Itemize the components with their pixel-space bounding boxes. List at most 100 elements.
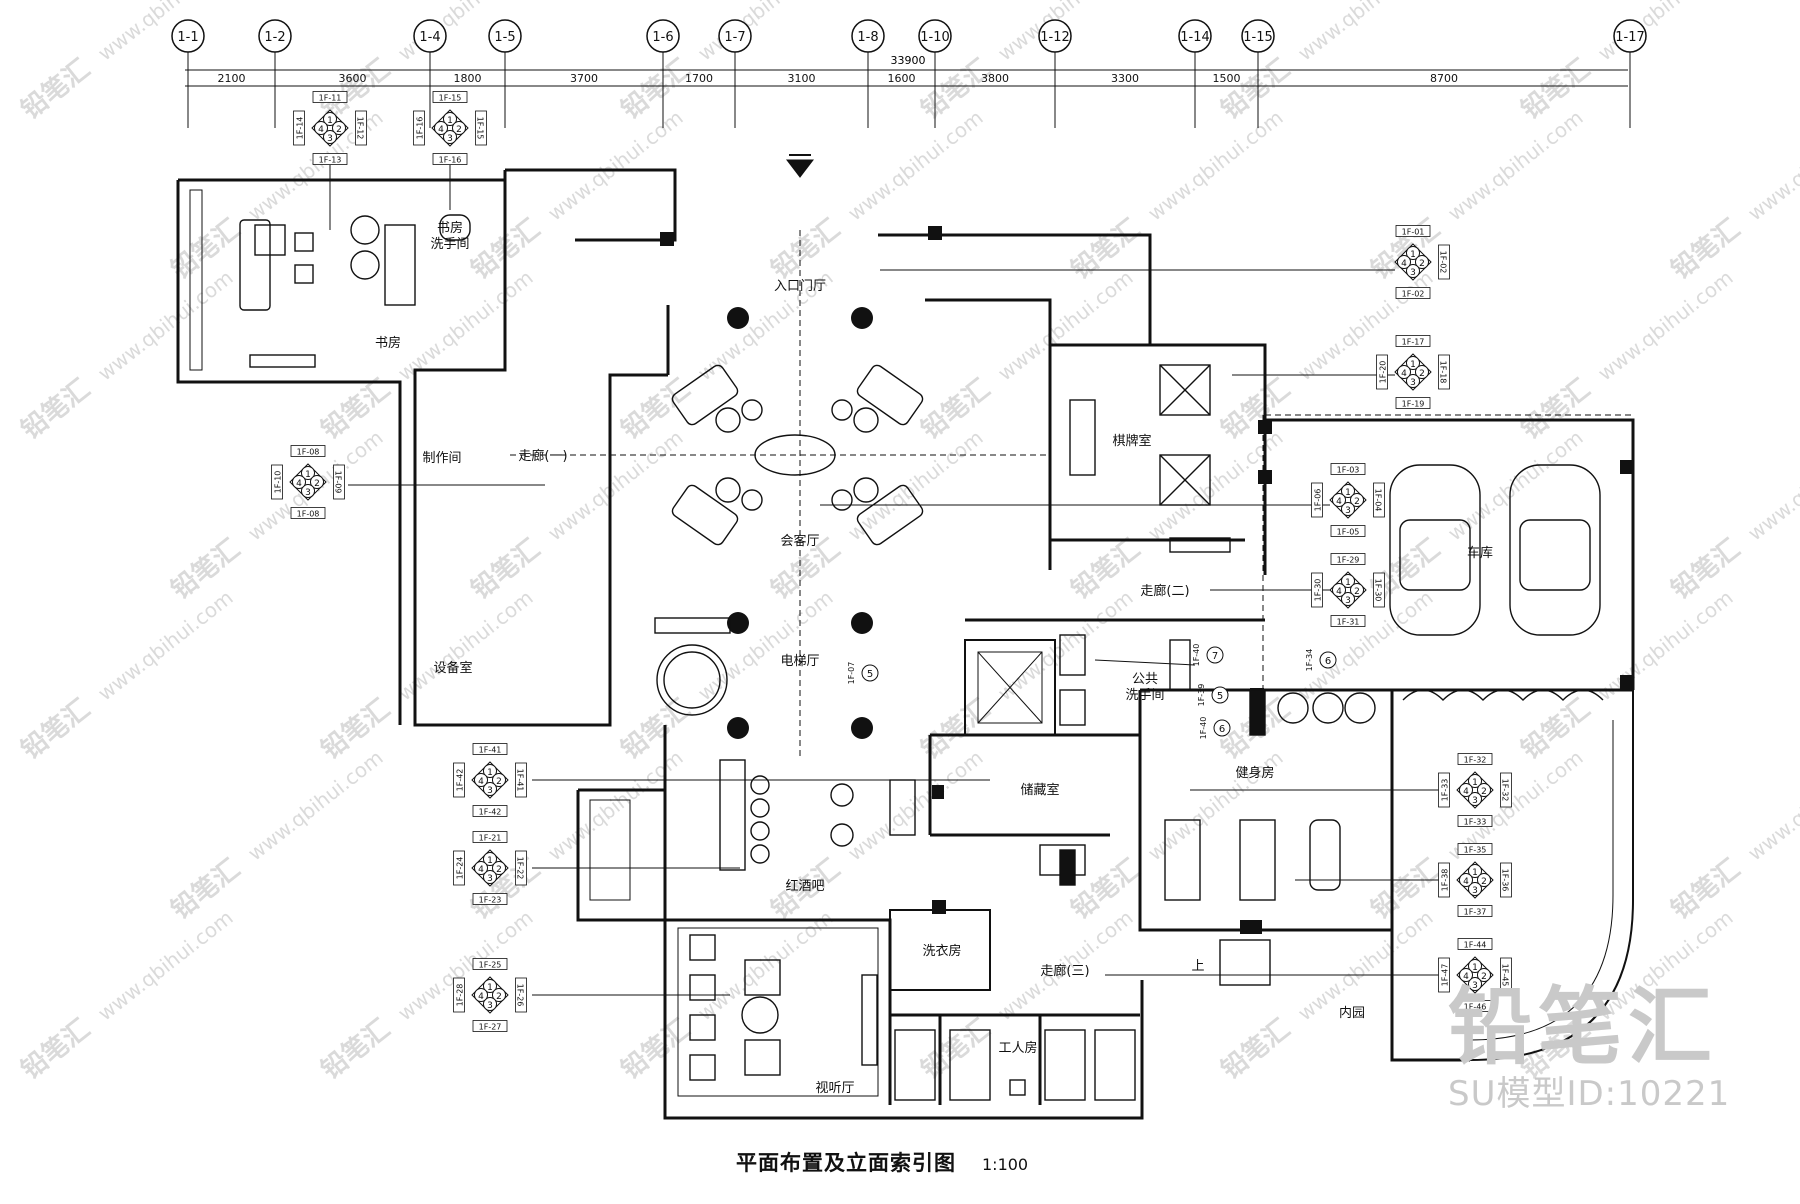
watermark-layer: 铅笔汇www.qbihui.com铅笔汇www.qbihui.com铅笔汇www… [15,0,1800,1086]
axis-label: 1-1 [177,30,198,45]
svg-text:2: 2 [496,992,502,1002]
index-label-bottom: 1F-23 [479,896,502,905]
dimension-label: 1800 [454,72,482,85]
index-label-bottom: 1F-19 [1402,400,1425,409]
svg-text:铅笔汇: 铅笔汇 [1365,853,1446,925]
index-label-top: 1F-44 [1464,941,1487,950]
axis-bubble-1-17: 1-17 [1613,19,1647,128]
small-index-number: 5 [867,669,873,680]
brand-model-id: SU模型ID:10221 [1448,1074,1731,1114]
svg-text:铅笔汇: 铅笔汇 [1665,853,1746,925]
axis-label: 1-8 [857,30,878,45]
svg-text:www.qbihui.com: www.qbihui.com [1443,425,1587,545]
room-label-storage: 储藏室 [1020,782,1059,798]
svg-text:4: 4 [478,992,484,1002]
dimension-label: 8700 [1430,72,1458,85]
axis-bubble-1-12: 1-12 [1038,19,1072,128]
svg-text:铅笔汇: 铅笔汇 [915,693,996,765]
svg-text:铅笔汇: 铅笔汇 [315,373,396,445]
index-label-right: 1F-26 [516,984,525,1007]
svg-text:1: 1 [487,856,493,866]
walls [176,168,1635,1120]
room-label-av-room: 视听厅 [815,1081,854,1096]
room-label-corridor-1: 走廊(一) [518,448,567,464]
svg-text:3: 3 [487,786,493,796]
dimension-label: 3800 [981,72,1009,85]
small-index-marker: 61F-34 [1305,649,1337,672]
svg-text:2: 2 [456,125,462,135]
svg-text:www.qbihui.com: www.qbihui.com [243,745,387,865]
svg-text:铅笔汇: 铅笔汇 [315,693,396,765]
index-label-top: 1F-29 [1337,556,1360,565]
svg-text:铅笔汇: 铅笔汇 [1215,373,1296,445]
garage-cars [1389,464,1601,636]
axis-label: 1-7 [724,30,745,45]
svg-text:1: 1 [305,470,311,480]
misc-furniture [689,634,1604,1101]
index-label-left: 1F-42 [456,769,465,792]
svg-text:1: 1 [1345,488,1351,498]
index-label-left: 1F-24 [456,857,465,880]
index-label-bottom: 1F-37 [1464,908,1487,917]
axis-label: 1-17 [1615,30,1645,45]
svg-text:4: 4 [478,777,484,787]
north-arrow-icon [785,154,815,178]
small-index-label: 1F-07 [847,662,856,685]
svg-text:铅笔汇: 铅笔汇 [1515,53,1596,125]
axis-grid [185,69,1628,87]
svg-text:铅笔汇: 铅笔汇 [15,693,96,765]
index-label-bottom: 1F-42 [479,808,502,817]
svg-text:铅笔汇: 铅笔汇 [1065,533,1146,605]
index-label-left: 1F-20 [1379,361,1388,384]
dimension-label: 3100 [788,72,816,85]
small-index-number: 6 [1219,724,1225,735]
svg-text:www.qbihui.com: www.qbihui.com [1743,105,1800,225]
index-label-top: 1F-15 [439,94,462,103]
svg-text:铅笔汇: 铅笔汇 [1365,213,1446,285]
svg-text:3: 3 [487,1001,493,1011]
svg-text:铅笔汇: 铅笔汇 [1665,213,1746,285]
small-index-label: 1F-34 [1305,649,1314,672]
svg-text:3: 3 [1410,378,1416,388]
svg-text:3: 3 [1472,796,1478,806]
svg-text:2: 2 [336,125,342,135]
svg-text:www.qbihui.com: www.qbihui.com [1293,905,1437,1025]
svg-text:4: 4 [1401,259,1407,269]
index-label-bottom: 1F-13 [319,156,342,165]
axis-bubble-1-14: 1-14 [1178,19,1212,128]
room-label-entrance-hall: 入口门厅 [774,279,826,294]
axis-bubble-1-15: 1-15 [1241,19,1275,128]
svg-text:2: 2 [1481,787,1487,797]
svg-text:2: 2 [1354,587,1360,597]
index-label-right: 1F-12 [356,117,365,140]
svg-text:www.qbihui.com: www.qbihui.com [543,105,687,225]
drawing-title-block: 平面布置及立面索引图 1:100 [736,1147,1028,1179]
small-index-label: 1F-40 [1199,717,1208,740]
svg-text:www.qbihui.com: www.qbihui.com [93,0,237,65]
columns [660,226,1634,934]
svg-text:1: 1 [487,983,493,993]
svg-text:www.qbihui.com: www.qbihui.com [1143,105,1287,225]
svg-text:www.qbihui.com: www.qbihui.com [693,0,837,65]
svg-text:2: 2 [1481,877,1487,887]
